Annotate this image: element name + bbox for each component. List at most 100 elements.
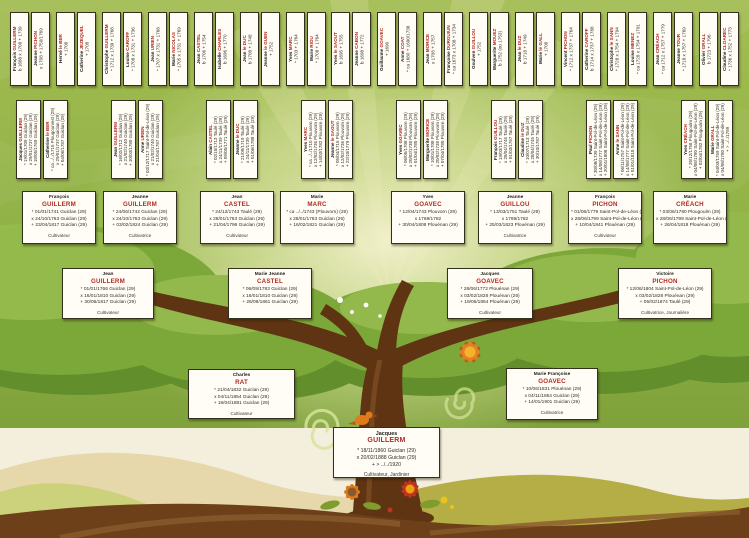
- given-name: Jean: [654, 52, 660, 65]
- life-event: * 1712 x 1737 + 1764: [568, 27, 574, 71]
- person-box[interactable]: Catherine JEZEQUEL+ 1708: [76, 12, 96, 86]
- person-box[interactable]: Christophe GUILLERM* 1712 x 1739 + 1768: [101, 12, 121, 86]
- person-box[interactable]: Jeanne TOUR* 1718 x 1757 + 1769: [673, 12, 693, 86]
- life-event: * 1728 x 1754 + 1794: [614, 27, 620, 71]
- life-event: * 1736 x 1752 + 1773: [727, 27, 733, 71]
- person-box[interactable]: Jean GUILLERM* 16/02/1712 Guiclan (29)x …: [111, 100, 136, 179]
- person-box[interactable]: Marie GRALL* 04/03/1759 Saint-Pol-de-Léo…: [708, 100, 733, 179]
- person-box[interactable]: Françoise DURGUIUN* ca 1673 x 1708 + 173…: [444, 12, 464, 86]
- person-box[interactable]: Marie le GALL+ 1708: [536, 12, 556, 86]
- person-box[interactable]: Jean CRÉACH* ca 1712 x 1757 + 1779: [652, 12, 672, 86]
- profession-line: Cultivatrice: [128, 232, 152, 238]
- person-box[interactable]: Louise CAROFF* 1708 x 1731 + 1736: [122, 12, 142, 86]
- profession-line: Cultivateur: [594, 232, 616, 238]
- given-name: Jeanne: [33, 49, 38, 67]
- person-box[interactable]: Vincent PICHON* 1712 x 1737 + 1764: [561, 12, 581, 86]
- life-event: * ca 1712 x 1757 + 1779: [660, 24, 666, 74]
- person-box[interactable]: Jean URIEN* 1707 x 1731 + 1768: [147, 12, 167, 86]
- marriage-line: x 1769/1782: [414, 216, 442, 222]
- person-name: Jean CASTEL: [196, 15, 201, 83]
- life-event: + 21/04/1787 Guiclan (29): [155, 113, 161, 166]
- person-box[interactable]: Yves MARC* 1703 + 1764: [285, 12, 305, 86]
- life-event: + 04/06/1787 Guiclan (29): [60, 113, 66, 166]
- marriage-line: x 03/02/1828 Plouénan (29): [635, 293, 695, 299]
- person-box[interactable]: Guillaume GOAVEC+ 1690: [377, 12, 397, 86]
- life-event: + 01/01/1810 Saint-Pol-de-Léon (29): [630, 102, 636, 176]
- given-name: Louise: [629, 49, 635, 66]
- birth-line: * 24/06/1742 Guiclan (29): [112, 210, 168, 216]
- person-box[interactable]: Yves GOAVEC* 06/05/1708 Plouvorn (29)x 2…: [396, 100, 421, 179]
- person-box[interactable]: Yves MARC* ca ../../1710 Plouvorn (29)x …: [301, 100, 326, 179]
- subject-person-box[interactable]: Jacques GUILLERM * 18/11/1860 Guiclan (2…: [333, 427, 440, 478]
- person-box[interactable]: Anne le SANN* 06/11/1757 Saint-Pol-de-Lé…: [613, 100, 638, 179]
- given-name: Charles: [232, 373, 251, 378]
- person-box[interactable]: Claudine CLOAREC* 1736 x 1752 + 1773: [719, 12, 739, 86]
- person-box[interactable]: Paul PICHON* 30/08/1739 Saint-Pol-de-Léo…: [586, 100, 611, 179]
- person-box[interactable]: Jeanne le GUEN+ 1752: [260, 12, 280, 86]
- person-box[interactable]: Goulven GUILLOU+ 1752: [469, 12, 489, 86]
- person-box[interactable]: Marguerite MORICE* 10/01/1708 Plouvorn (…: [423, 100, 448, 179]
- person-name: Yves MARC: [288, 15, 293, 83]
- given-name: Yves: [422, 195, 434, 200]
- person-box[interactable]: Alain CASTEL* 02/10/1713 Taulé (29)x 24/…: [206, 100, 231, 179]
- person-box[interactable]: Claudine le DUZ* 10/07/1713 Taulé (29)x …: [518, 100, 543, 179]
- life-event: + 1752: [267, 41, 273, 57]
- person-box[interactable]: Marie RIOU* 1708 + 1764: [306, 12, 326, 86]
- person-box[interactable]: Jeanne le DUC* 21/09/1719 Taulé (29)x 24…: [233, 100, 258, 179]
- life-event: b 1706 + 1754: [200, 34, 206, 64]
- couple-pair: Jacques GUILLERM* 19/01/1709 Guiclan (29…: [16, 100, 68, 179]
- person-box[interactable]: François GUILLOU* 19/03/1717 Taulé (29)x…: [491, 100, 516, 179]
- couple-pair: Jean GUILLERM* 16/02/1712 Guiclan (29)x …: [111, 100, 163, 179]
- life-event: x 1708 + 1750/1769: [38, 28, 44, 70]
- person-box[interactable]: Jacques GUILLERM* 19/01/1709 Guiclan (29…: [16, 100, 41, 179]
- person-box[interactable]: Hervé le BER+ 1708: [55, 12, 75, 86]
- person-box[interactable]: Yves CRÉACH* 26/12/1758 Plougoulm (29)x …: [681, 100, 706, 179]
- given-name: Jeanne: [675, 46, 681, 65]
- orange-daisy-icon: [344, 484, 360, 500]
- person-box[interactable]: Marie NICOLAS* 1705 x 1731 + 1769: [168, 12, 188, 86]
- birth-line: * 24/12/1743 Taulé (29): [212, 210, 262, 216]
- person-box[interactable]: Christophe le SANN* 1728 x 1754 + 1794: [606, 12, 626, 86]
- person-box[interactable]: Catherine le BER* ca ../../1715 Plougour…: [43, 100, 68, 179]
- person-box[interactable]: Jeanne le SAOUT* 05/04/1715 Plouvorn (29…: [328, 100, 353, 179]
- marriage-line: x 1769/1782: [501, 216, 529, 222]
- person-box[interactable]: Anne URIEN* 03/12/1717 Saint-Pol-de-Léon…: [138, 100, 163, 179]
- surname: le DUC: [241, 35, 247, 51]
- person-box[interactable]: Louise MENEZ* ca 1728 x 1754 + 1791: [627, 12, 647, 86]
- life-event: b 1714 x 1737 + 1788: [589, 26, 595, 72]
- person-box[interactable]: Anne COAT* ca 1680 + 1690/1738: [398, 12, 418, 86]
- life-event: + 1708: [543, 41, 549, 57]
